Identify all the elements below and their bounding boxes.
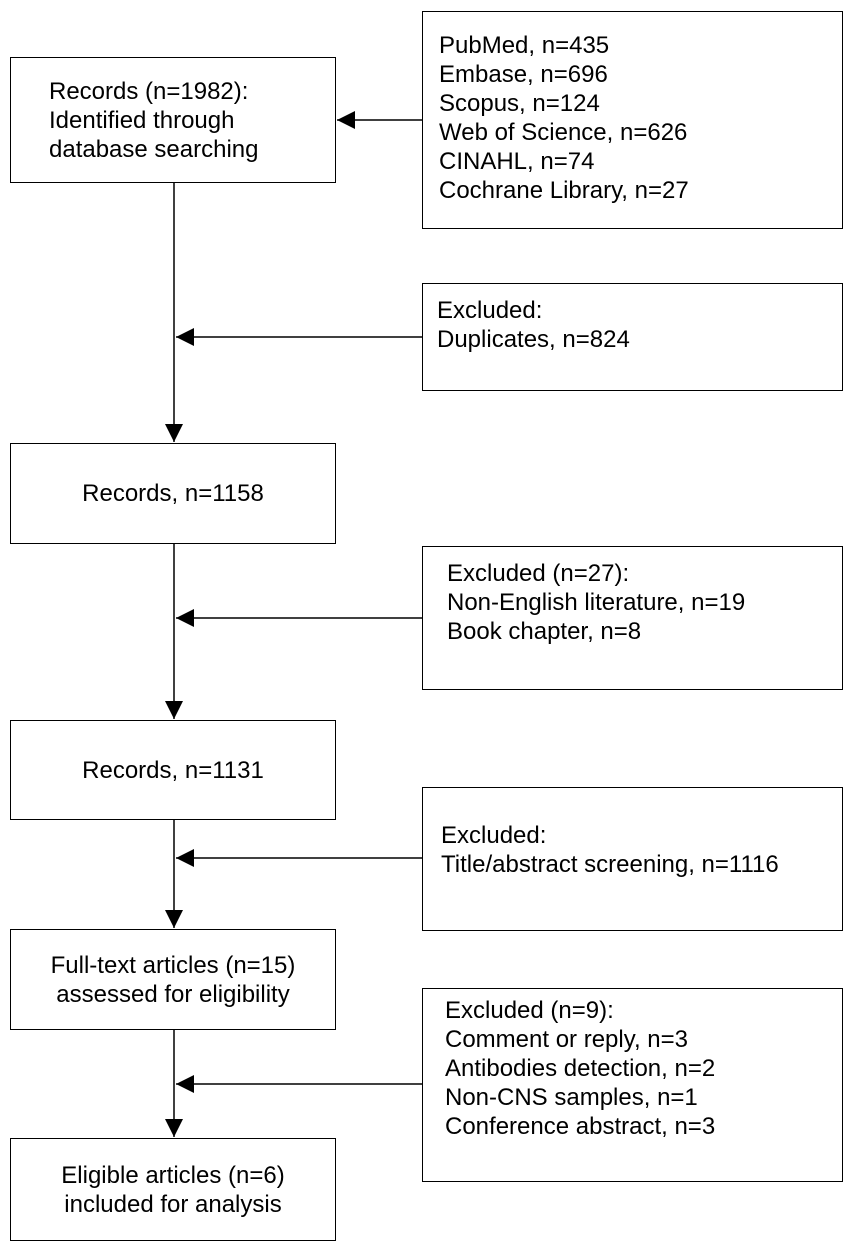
text-line: included for analysis (64, 1190, 282, 1218)
text-line: Non-English literature, n=19 (447, 589, 746, 616)
box-excluded-language: Excluded (n=27): Non-English literature,… (422, 546, 843, 690)
text-line: Duplicates, n=824 (437, 326, 630, 353)
box-records-1131: Records, n=1131 (10, 720, 336, 820)
box-excluded-screening: Excluded: Title/abstract screening, n=11… (422, 787, 843, 931)
text-line: Excluded: (437, 297, 543, 324)
text-line: Cochrane Library, n=27 (439, 177, 689, 204)
text-line: Records, n=1131 (82, 756, 264, 784)
box-database-sources: PubMed, n=435 Embase, n=696 Scopus, n=12… (422, 11, 843, 229)
text-line: Eligible articles (n=6) (61, 1161, 285, 1189)
text-line: Comment or reply, n=3 (445, 1026, 688, 1053)
text-line: Records, n=1158 (82, 480, 264, 507)
text-line: Title/abstract screening, n=1116 (441, 851, 779, 878)
text-line: Antibodies detection, n=2 (445, 1055, 716, 1082)
box-records-identified: Records (n=1982): Identified through dat… (10, 57, 336, 183)
text-line: Excluded (n=9): (445, 997, 614, 1024)
text-line: Non-CNS samples, n=1 (445, 1084, 698, 1111)
box-fulltext-articles: Full-text articles (n=15) assessed for e… (10, 929, 336, 1030)
text-line: Records (n=1982): (49, 78, 249, 105)
box-eligible-articles: Eligible articles (n=6) included for ana… (10, 1138, 336, 1241)
text-line: Full-text articles (n=15) (50, 951, 296, 979)
text-line: Embase, n=696 (439, 61, 608, 88)
box-excluded-duplicates: Excluded: Duplicates, n=824 (422, 283, 843, 391)
box-records-1158: Records, n=1158 (10, 443, 336, 544)
text-line: database searching (49, 136, 259, 163)
text-line: Identified through (49, 107, 235, 134)
text-line: Conference abstract, n=3 (445, 1113, 716, 1140)
text-line: Book chapter, n=8 (447, 618, 642, 645)
text-line: Excluded (n=27): (447, 560, 630, 587)
text-line: assessed for eligibility (56, 980, 290, 1008)
box-excluded-eligibility: Excluded (n=9): Comment or reply, n=3 An… (422, 988, 843, 1182)
text-line: CINAHL, n=74 (439, 148, 595, 175)
text-line: Scopus, n=124 (439, 90, 600, 117)
text-line: Web of Science, n=626 (439, 119, 688, 146)
text-line: PubMed, n=435 (439, 32, 610, 59)
text-line: Excluded: (441, 822, 547, 849)
